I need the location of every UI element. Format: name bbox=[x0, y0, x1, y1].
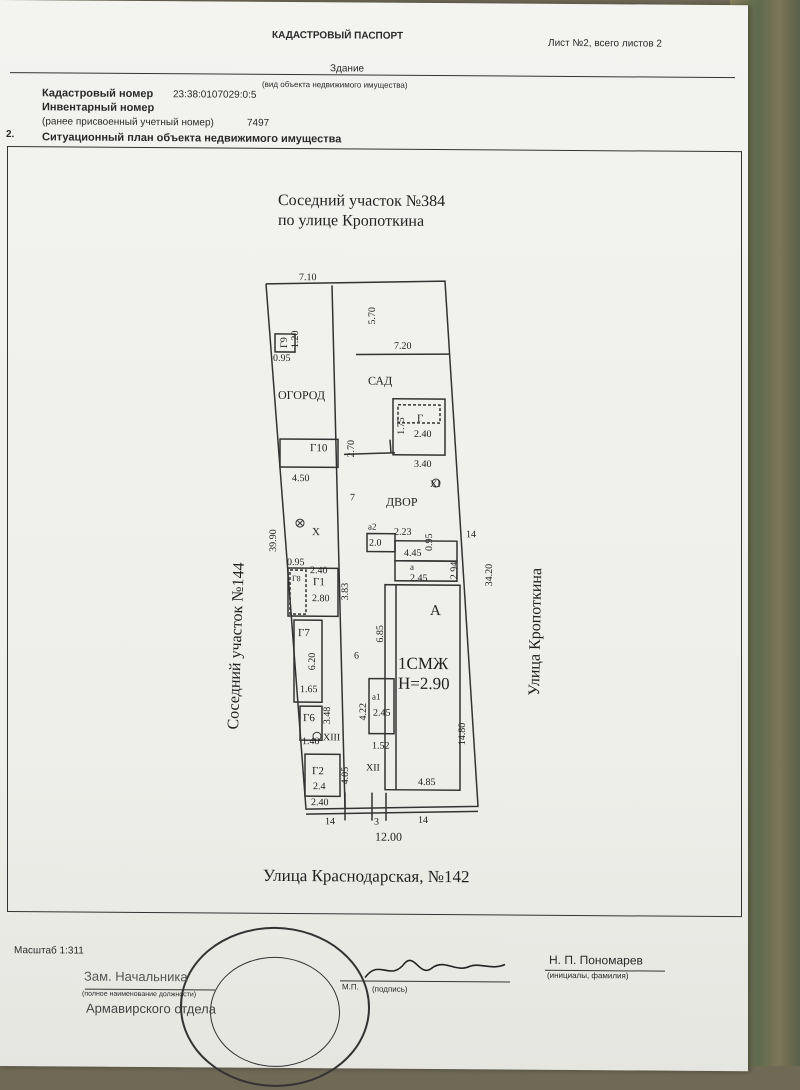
dim-7: 7 bbox=[350, 492, 355, 503]
dim-1-75: 1.75 bbox=[396, 417, 407, 435]
dim-2-45: 2.45 bbox=[410, 573, 427, 584]
dim-3-83: 3.83 bbox=[340, 583, 351, 601]
dim-4-22: 4.22 bbox=[358, 703, 369, 721]
label-g2: Г2 bbox=[312, 765, 324, 777]
dim-14-bottom-right: 14 bbox=[418, 815, 428, 826]
dim-0-95-left: 0.95 bbox=[287, 557, 304, 568]
dim-2-40-bottom: 2.40 bbox=[311, 797, 328, 808]
dim-1-40: 1.40 bbox=[302, 736, 319, 747]
building-g10 bbox=[279, 438, 339, 469]
street-right: Улица Кропоткина bbox=[526, 568, 545, 696]
building-g bbox=[392, 397, 446, 456]
label-g: Г bbox=[417, 413, 423, 425]
neighbor-left: Соседний участок №144 bbox=[225, 562, 248, 730]
zone-dvor: ДВОР bbox=[386, 495, 418, 509]
dim-2-23: 2.23 bbox=[394, 527, 411, 538]
signer-name: Н. П. Пономарев bbox=[549, 952, 643, 968]
building-g8 bbox=[289, 569, 307, 615]
garden-upper-divider bbox=[355, 353, 450, 356]
label-g9: Г9 bbox=[279, 337, 290, 348]
scale: Масштаб 1:311 bbox=[14, 945, 84, 957]
dim-39-90: 39.90 bbox=[268, 529, 279, 552]
dim-6-20: 6.20 bbox=[307, 653, 318, 671]
building-g6 bbox=[299, 705, 323, 742]
annex-a bbox=[394, 560, 458, 582]
dim-14-80: 14.80 bbox=[457, 723, 468, 746]
dim-4-85: 4.85 bbox=[418, 777, 435, 788]
label-g7: Г7 bbox=[298, 627, 310, 639]
mark-xiii: XIII bbox=[323, 732, 340, 743]
label-g6: Г6 bbox=[303, 712, 315, 724]
zone-sad: САД bbox=[368, 374, 392, 388]
signature-caption: (подпись) bbox=[372, 984, 408, 994]
dim-7-10: 7.10 bbox=[299, 272, 316, 283]
label-a: А bbox=[430, 603, 441, 619]
dim-14-bottom-left: 14 bbox=[325, 816, 335, 827]
mark-x: X bbox=[312, 526, 320, 538]
garden-lower-divider bbox=[343, 452, 396, 456]
dim-2-40-g: 2.40 bbox=[414, 429, 431, 440]
dim-2-80: 2.80 bbox=[312, 593, 329, 604]
dim-2-94: 2.94 bbox=[449, 562, 460, 580]
dim-1-20: 1.20 bbox=[290, 331, 301, 349]
name-caption: (инициалы, фамилия) bbox=[547, 970, 629, 981]
dim-6: 6 bbox=[354, 650, 359, 661]
dim-3-bottom: 3 bbox=[374, 817, 379, 828]
building-g1 bbox=[287, 567, 339, 618]
dim-3-40: 3.40 bbox=[414, 459, 431, 470]
label-a-small: а bbox=[410, 562, 414, 572]
label-a1: а1 bbox=[372, 692, 380, 702]
material-label: 1СМЖ bbox=[398, 654, 449, 673]
signer-organisation: Армавирского отдела bbox=[86, 1000, 216, 1017]
situation-plan: Соседний участок №384 по улице Кропоткин… bbox=[225, 192, 545, 886]
label-a2: а2 bbox=[368, 522, 376, 532]
dim-5-70: 5.70 bbox=[367, 307, 378, 325]
building-g7 bbox=[293, 619, 323, 704]
dim-0-95-a: 0.95 bbox=[424, 533, 435, 551]
building-g2 bbox=[304, 753, 341, 798]
cadastral-document: КАДАСТРОВЫЙ ПАСПОРТ Лист №2, всего листо… bbox=[0, 0, 748, 1088]
dim-1-65: 1.65 bbox=[300, 684, 317, 695]
dim-7-20: 7.20 bbox=[394, 341, 411, 352]
height-label: Н=2.90 bbox=[398, 674, 450, 693]
mp-label: М.П. bbox=[342, 982, 359, 992]
neighbor-top-line1: Соседний участок №384 bbox=[278, 192, 445, 210]
dim-2-45-a1: 2.45 bbox=[373, 708, 390, 719]
lot-boundary bbox=[265, 280, 479, 810]
label-g10: Г10 bbox=[310, 442, 328, 454]
main-house-a bbox=[384, 583, 461, 791]
dim-6-85: 6.85 bbox=[375, 625, 386, 643]
mark-xii: XII bbox=[366, 763, 380, 774]
zone-ogorod: ОГОРОД bbox=[278, 388, 325, 402]
neighbor-top-line2: по улице Кропоткина bbox=[278, 212, 424, 230]
official-seal-inner bbox=[210, 956, 340, 1068]
label-g8: Г8 bbox=[292, 574, 301, 583]
dim-0-95-top: 0.95 bbox=[273, 353, 290, 364]
dim-2-40-g1: 2.40 bbox=[310, 565, 327, 576]
dim-2-0: 2.0 bbox=[369, 538, 381, 549]
dim-4-05: 4.05 bbox=[340, 767, 351, 785]
annex-a1 bbox=[368, 677, 395, 735]
dim-4-45: 4.45 bbox=[404, 548, 421, 559]
position-caption: (полное наименование должности) bbox=[82, 990, 197, 999]
mark-xi: XI bbox=[430, 479, 441, 490]
dim-34-20: 34.20 bbox=[484, 564, 495, 587]
dim-1-52: 1.52 bbox=[372, 741, 389, 752]
dim-2-4: 2.4 bbox=[313, 781, 325, 792]
dim-3-48: 3.48 bbox=[322, 707, 333, 725]
street-bottom: Улица Краснодарская, №142 bbox=[263, 866, 469, 886]
signature bbox=[364, 959, 506, 979]
building-g9 bbox=[274, 333, 296, 353]
signer-position: Зам. Начальника bbox=[84, 968, 188, 985]
garden-divider bbox=[331, 285, 346, 809]
dim-14-right: 14 bbox=[466, 529, 476, 540]
label-g1: Г1 bbox=[313, 576, 325, 588]
dim-12-00: 12.00 bbox=[375, 830, 402, 844]
dim-4-50: 4.50 bbox=[292, 473, 309, 484]
dim-2-70: 2.70 bbox=[346, 440, 357, 458]
